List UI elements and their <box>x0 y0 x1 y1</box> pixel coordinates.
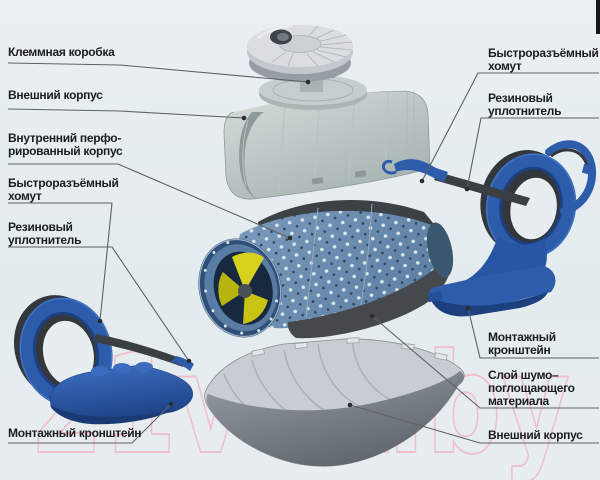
lid-radial-ribs <box>271 25 353 67</box>
label-rubber-seal-right: Резиновый уплотнитель <box>488 92 600 118</box>
mounting-bracket-right <box>429 266 556 311</box>
label-quick-clamp-right: Быстроразъёмный хомут <box>488 47 600 73</box>
outer-casing-bottom <box>204 337 465 467</box>
label-line: хомут <box>8 189 42 203</box>
impeller <box>218 252 268 324</box>
clamp-strap-tip <box>394 159 448 182</box>
leader-lines <box>7 62 599 444</box>
clamp-assembly-left <box>13 295 194 425</box>
label-outer-casing-bottom: Внешний корпус <box>488 429 600 442</box>
label-line: Слой шумо– <box>488 368 559 382</box>
label-line: уплотнитель <box>8 233 82 247</box>
clamp-assembly-right <box>382 140 597 317</box>
rubber-seal-strap-left <box>94 334 186 367</box>
leader-dots <box>97 79 471 408</box>
quick-release-clamp-left <box>19 297 113 407</box>
label-line: Клеммная коробка <box>8 45 115 59</box>
label-mounting-bracket-right: Монтажный кронштейн <box>488 331 600 357</box>
label-line: рированный корпус <box>8 144 123 158</box>
sound-absorbing-layer <box>287 262 449 339</box>
terminal-box-lid <box>247 24 353 82</box>
label-sound-absorbing-layer: Слой шумо– поглощающего материала <box>488 369 600 408</box>
label-line: Внешний корпус <box>488 428 583 442</box>
label-terminal-box: Клеммная коробка <box>8 45 115 59</box>
label-outer-casing-top: Внешний корпус <box>8 89 103 102</box>
label-line: Монтажный кронштейн <box>8 426 142 440</box>
label-line: Быстроразъёмный <box>488 46 599 60</box>
page-edge-bar <box>596 0 600 34</box>
label-line: материала <box>488 394 549 408</box>
label-line: Резиновый <box>8 220 73 234</box>
label-rubber-seal-left: Резиновый уплотнитель <box>8 221 81 247</box>
label-quick-clamp-left: Быстроразъёмный хомут <box>8 177 119 203</box>
label-line: кронштейн <box>488 343 551 357</box>
label-line: поглощающего <box>488 381 575 395</box>
label-line: Резиновый <box>488 91 553 105</box>
label-line: Внутренний перфо- <box>8 131 122 145</box>
label-mounting-bracket-left: Монтажный кронштейн <box>8 426 142 440</box>
label-line: уплотнитель <box>488 104 562 118</box>
label-line: Внешний корпус <box>8 88 103 102</box>
label-inner-perforated-casing: Внутренний перфо- рированный корпус <box>8 131 123 158</box>
label-line: Быстроразъёмный <box>8 176 119 190</box>
label-line: хомут <box>488 59 522 73</box>
quick-release-clamp-right <box>485 153 577 259</box>
rim-perforation <box>203 241 279 335</box>
rubber-seal-strap-right <box>434 172 530 206</box>
label-line: Монтажный <box>488 330 556 344</box>
